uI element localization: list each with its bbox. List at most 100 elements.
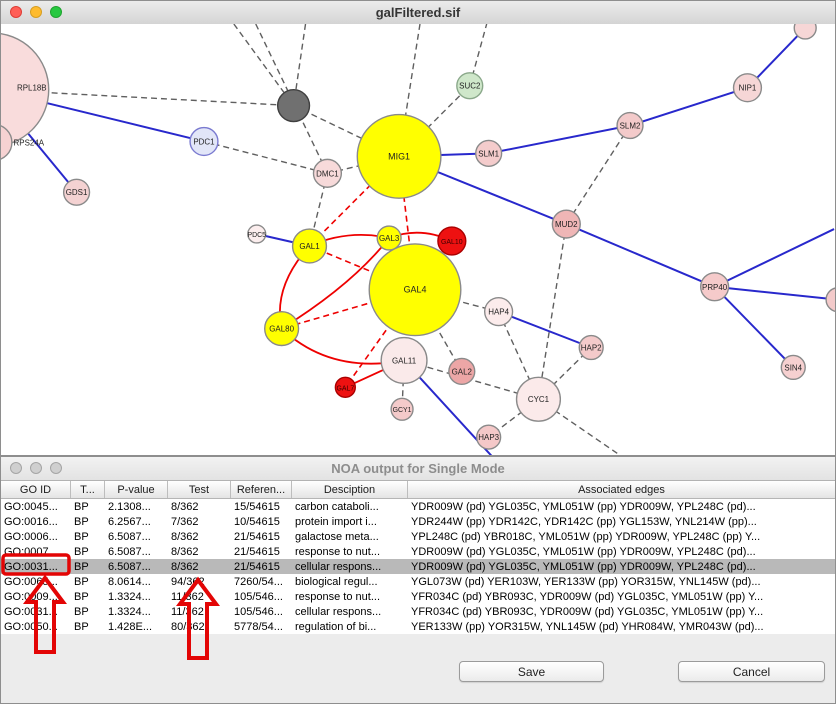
minimize-button[interactable]	[30, 462, 42, 474]
node-circle[interactable]	[62, 178, 91, 206]
node-rcut[interactable]	[825, 287, 835, 312]
network-edge[interactable]	[713, 286, 794, 369]
node-prp40[interactable]: PRP40	[699, 272, 730, 302]
column-header-t[interactable]: T...	[71, 481, 105, 498]
network-edge[interactable]	[714, 228, 835, 288]
network-edge[interactable]	[292, 24, 307, 106]
node-gal4[interactable]: GAL4	[368, 243, 462, 337]
close-button[interactable]	[10, 6, 22, 18]
zoom-button[interactable]	[50, 6, 62, 18]
node-trcut[interactable]	[793, 24, 817, 40]
zoom-button[interactable]	[50, 462, 62, 474]
network-edge[interactable]	[203, 140, 328, 174]
network-edge[interactable]	[538, 398, 621, 455]
node-circle[interactable]	[291, 228, 328, 264]
node-gal80[interactable]: GAL80	[264, 310, 300, 347]
node-circle[interactable]	[825, 287, 835, 312]
node-gal7[interactable]: GAL7	[334, 376, 356, 398]
column-header-referen[interactable]: Referen...	[231, 481, 292, 498]
network-edge[interactable]	[488, 124, 631, 155]
node-pdc1[interactable]: PDC1	[189, 126, 219, 157]
node-circle[interactable]	[247, 224, 267, 244]
node-suc2[interactable]: SUC2	[456, 72, 484, 100]
node-circle[interactable]	[376, 225, 402, 251]
node-rps24a[interactable]: RPS24A	[1, 125, 45, 161]
node-rpl18b[interactable]: RPL18B	[1, 32, 50, 147]
node-hap3[interactable]: HAP3	[476, 424, 502, 450]
node-circle[interactable]	[368, 243, 462, 337]
node-circle[interactable]	[356, 113, 442, 199]
node-circle[interactable]	[699, 272, 730, 302]
node-circle[interactable]	[189, 126, 219, 157]
network-edge[interactable]	[537, 223, 567, 400]
network-edge[interactable]	[497, 311, 540, 400]
network-edge[interactable]	[498, 310, 592, 349]
node-gal10[interactable]: GAL10	[437, 226, 467, 256]
node-circle[interactable]	[578, 334, 604, 361]
column-header-desciption[interactable]: Desciption	[292, 481, 408, 498]
node-dmc1[interactable]: DMC1	[312, 158, 343, 188]
node-circle[interactable]	[390, 397, 414, 421]
save-button[interactable]: Save	[459, 661, 604, 682]
column-header-test[interactable]: Test	[168, 481, 231, 498]
node-circle[interactable]	[483, 297, 514, 327]
node-circle[interactable]	[1, 32, 50, 147]
node-circle[interactable]	[475, 139, 503, 168]
node-nip1[interactable]: NIP1	[732, 73, 763, 103]
network-edge[interactable]	[629, 86, 748, 127]
network-edge[interactable]	[398, 85, 471, 157]
node-gds1[interactable]: GDS1	[62, 178, 91, 206]
node-circle[interactable]	[276, 88, 311, 123]
node-gray[interactable]	[276, 88, 311, 123]
node-slm1[interactable]: SLM1	[475, 139, 503, 168]
network-edge[interactable]	[565, 125, 631, 225]
cancel-button[interactable]: Cancel	[678, 661, 825, 682]
node-gal1[interactable]: GAL1	[291, 228, 328, 264]
node-cyc1[interactable]: CYC1	[515, 376, 562, 422]
column-header-associated-edges[interactable]: Associated edges	[578, 483, 665, 496]
node-pdc5[interactable]: PDC5	[247, 224, 267, 244]
node-gcy1[interactable]: GCY1	[390, 397, 414, 421]
node-gal3[interactable]: GAL3	[376, 225, 402, 251]
network-edge[interactable]	[309, 245, 416, 291]
node-circle[interactable]	[380, 336, 428, 385]
network-edge[interactable]	[233, 24, 295, 107]
column-header-go-id[interactable]: GO ID	[1, 481, 71, 498]
node-mig1[interactable]: MIG1	[356, 113, 442, 199]
node-circle[interactable]	[515, 376, 562, 422]
node-gal11[interactable]: GAL11	[380, 336, 428, 385]
node-circle[interactable]	[456, 72, 484, 100]
node-circle[interactable]	[448, 357, 476, 386]
node-circle[interactable]	[780, 354, 806, 381]
node-sin4[interactable]: SIN4	[780, 354, 806, 381]
node-circle[interactable]	[793, 24, 817, 40]
noa-window-titlebar[interactable]: NOA output for Single Mode	[1, 457, 835, 481]
node-hap4[interactable]: HAP4	[483, 297, 514, 327]
network-edge[interactable]	[281, 237, 390, 330]
node-circle[interactable]	[334, 376, 356, 398]
network-edge[interactable]	[714, 285, 835, 301]
node-circle[interactable]	[732, 73, 763, 103]
node-mud2[interactable]: MUD2	[551, 209, 581, 239]
network-edge[interactable]	[565, 223, 716, 288]
node-circle[interactable]	[1, 125, 13, 161]
node-slm2[interactable]: SLM2	[616, 111, 644, 140]
column-header-p-value[interactable]: P-value	[105, 481, 168, 498]
minimize-button[interactable]	[30, 6, 42, 18]
node-circle[interactable]	[437, 226, 467, 256]
close-button[interactable]	[10, 462, 22, 474]
node-circle[interactable]	[476, 424, 502, 450]
node-hap2[interactable]: HAP2	[578, 334, 604, 361]
network-window-titlebar[interactable]: galFiltered.sif	[1, 1, 835, 25]
node-circle[interactable]	[264, 310, 300, 347]
